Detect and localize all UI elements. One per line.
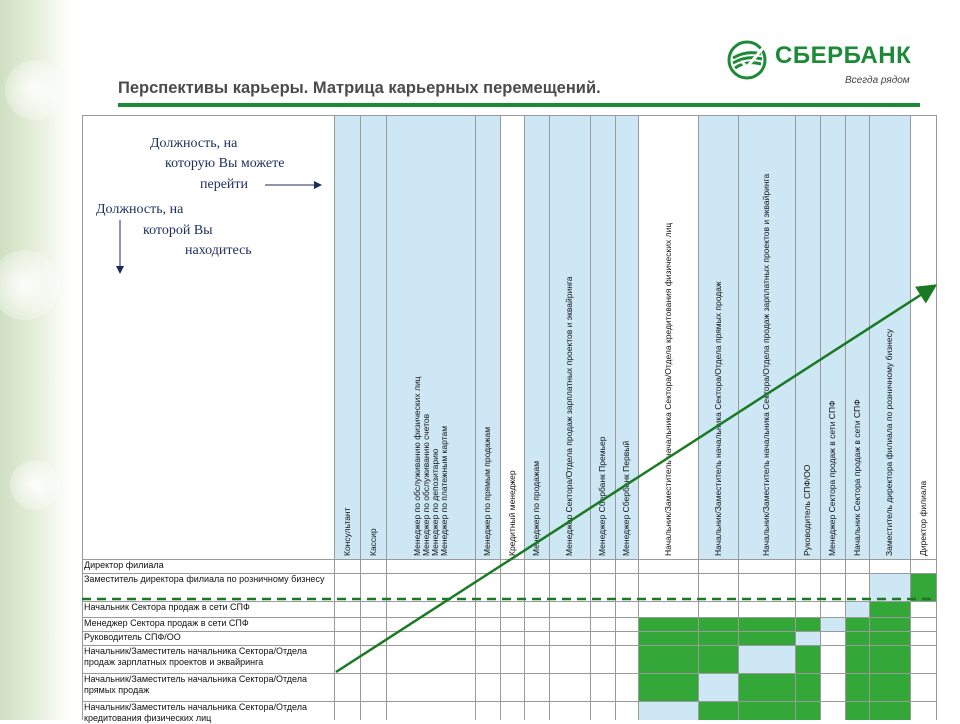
matrix-cell (845, 617, 869, 631)
matrix-cell (698, 701, 738, 720)
header-band (475, 115, 500, 559)
matrix-cell (845, 701, 869, 720)
grid-vline (500, 115, 501, 720)
matrix-cell (820, 617, 845, 631)
row-label: Менеджер Сектора продаж в сети СПФ (84, 618, 249, 628)
grid-vline (590, 115, 591, 720)
grid-vline (910, 115, 911, 720)
matrix-cell (698, 645, 738, 673)
grid-vline (698, 115, 699, 720)
matrix-cell (869, 645, 910, 673)
header-band (590, 115, 615, 559)
legend-current-line3: находитесь (185, 243, 252, 258)
sberbank-logo-icon (727, 40, 767, 80)
grid-hline (82, 645, 936, 646)
header-band (549, 115, 590, 559)
grid-vline (386, 115, 387, 720)
matrix-cell (738, 673, 795, 701)
title-underline (118, 103, 920, 107)
matrix-cell (698, 617, 738, 631)
header-band (820, 115, 845, 559)
matrix-cell (845, 601, 869, 617)
grid-vline (524, 115, 525, 720)
grid-vline (475, 115, 476, 720)
grid-hline (82, 617, 936, 618)
grid-vline (638, 115, 639, 720)
row-label: Начальник/Заместитель начальника Сектора… (84, 674, 308, 695)
brand-name: СБЕРБАНК (775, 42, 912, 69)
header-band (698, 115, 738, 559)
header-band (738, 115, 795, 559)
header-band (869, 115, 910, 559)
page-title: Перспективы карьеры. Матрица карьерных п… (118, 79, 601, 97)
matrix-cell (869, 701, 910, 720)
brand-slogan: Всегда рядом (845, 75, 910, 86)
grid-hline (82, 573, 936, 574)
matrix-cell (795, 701, 820, 720)
grid-hline (82, 631, 936, 632)
header-band (360, 115, 386, 559)
row-label: Начальник Сектора продаж в сети СПФ (84, 602, 250, 612)
matrix-cell (638, 645, 698, 673)
grid-hline (82, 673, 936, 674)
decorative-background (0, 0, 70, 720)
legend-current-line1: Должность, на (96, 202, 184, 217)
row-label: Заместитель директора филиала по розничн… (84, 574, 325, 584)
matrix-cell (738, 631, 795, 645)
matrix-cell (869, 673, 910, 701)
matrix-cell (738, 701, 795, 720)
legend-target-line2: которую Вы можете (165, 156, 285, 171)
header-band (524, 115, 549, 559)
row-label: Начальник/Заместитель начальника Сектора… (84, 702, 308, 723)
grid-vline (795, 115, 796, 720)
grid-vline (820, 115, 821, 720)
grid-vline (549, 115, 550, 720)
matrix-cell (795, 617, 820, 631)
grid-vline (82, 115, 83, 720)
legend-target-line3: перейти (200, 177, 249, 192)
matrix-cell (869, 631, 910, 645)
matrix-cell (795, 645, 820, 673)
matrix-cell (869, 601, 910, 617)
matrix-cell (638, 617, 698, 631)
career-growth-arrow (335, 284, 938, 674)
header-band (334, 115, 360, 559)
matrix-cell (845, 645, 869, 673)
grid-hline (82, 701, 936, 702)
header-band (795, 115, 820, 559)
legend-current-line2: которой Вы (143, 223, 213, 238)
matrix-cell (845, 673, 869, 701)
grid-vline (615, 115, 616, 720)
grid-vline (936, 115, 937, 720)
grid-vline (738, 115, 739, 720)
row-label: Директор филиала (84, 560, 164, 570)
matrix-cell (869, 617, 910, 631)
legend-target-line1: Должность, на (150, 136, 238, 151)
grid-hline (82, 115, 936, 116)
matrix-cell (795, 631, 820, 645)
matrix-cell (738, 617, 795, 631)
grid-hline (82, 601, 936, 602)
sberbank-logo: СБЕРБАНК Всегда рядом (727, 40, 927, 90)
matrix-cell (638, 701, 698, 720)
grid-vline (360, 115, 361, 720)
matrix-cell (698, 631, 738, 645)
matrix-cell (698, 673, 738, 701)
row-label: Руководитель СПФ/ОО (84, 632, 181, 642)
matrix-cell (638, 673, 698, 701)
matrix-cell (845, 631, 869, 645)
matrix-cell (869, 573, 910, 601)
grid-vline (334, 115, 335, 720)
matrix-cell (910, 573, 936, 601)
grid-vline (869, 115, 870, 720)
row-label: Начальник/Заместитель начальника Сектора… (84, 646, 308, 667)
matrix-cell (738, 645, 795, 673)
matrix-cell (638, 631, 698, 645)
header-band (615, 115, 638, 559)
grid-vline (845, 115, 846, 720)
matrix-cell (795, 673, 820, 701)
header-band (386, 115, 475, 559)
